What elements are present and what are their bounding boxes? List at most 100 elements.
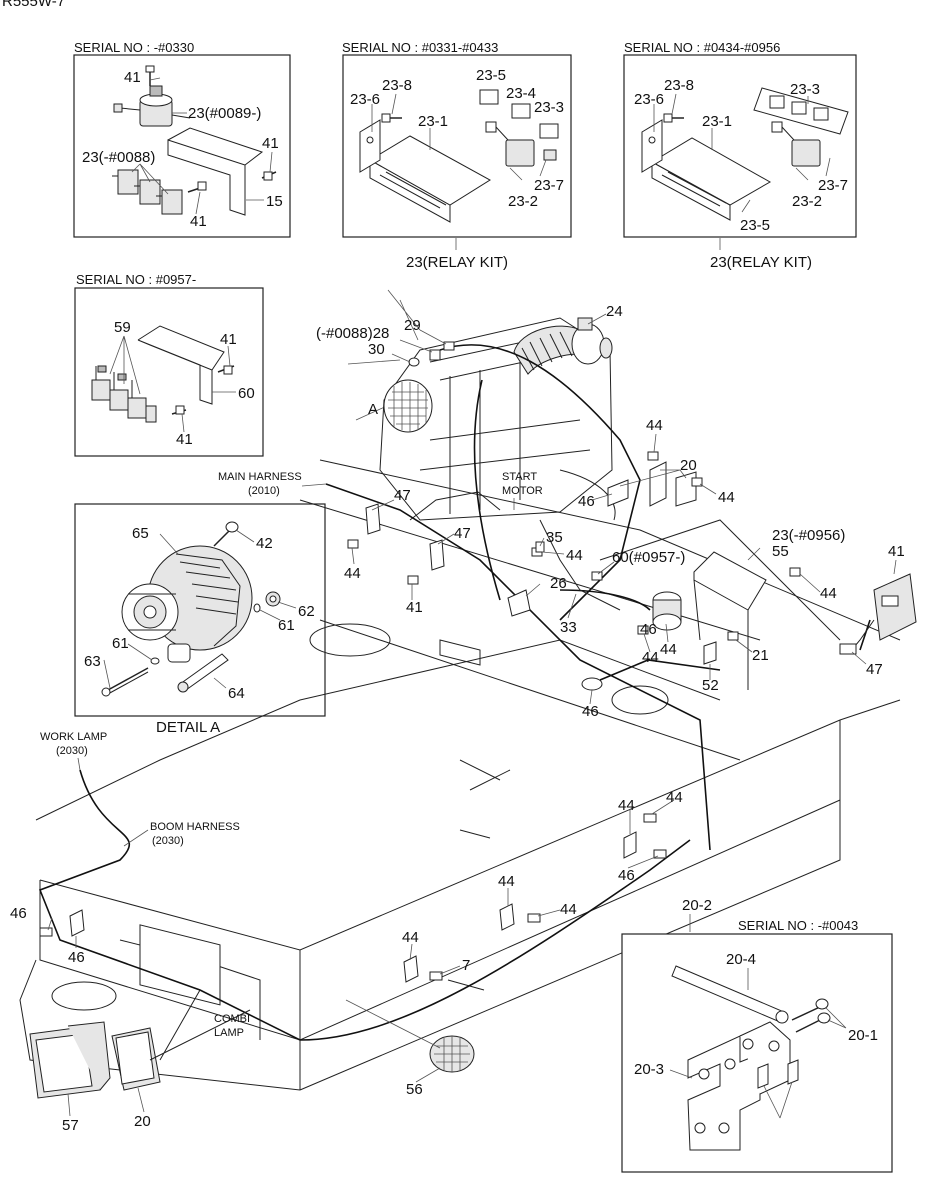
callout: 44 xyxy=(642,649,659,666)
harness-label: START xyxy=(502,471,537,483)
callout: (-#0088)28 xyxy=(316,325,389,342)
callout: 42 xyxy=(256,535,273,552)
callout: 44 xyxy=(402,929,419,946)
harness-label: MAIN HARNESS xyxy=(218,471,302,483)
callout: 7 xyxy=(462,957,470,974)
alternator xyxy=(121,545,253,663)
callout: 41 xyxy=(888,543,905,560)
harness-label: COMBI xyxy=(214,1013,250,1025)
callout: 46 xyxy=(578,493,595,510)
callout: 23-3 xyxy=(790,81,820,98)
callout: 64 xyxy=(228,685,245,702)
panel-serial-label: SERIAL NO : -#0330 xyxy=(74,40,194,55)
callout: 41 xyxy=(190,213,207,230)
callout: 20-3 xyxy=(634,1061,664,1078)
callout: 57 xyxy=(62,1117,79,1134)
harness-label: (2030) xyxy=(152,835,184,847)
panel-serial-0331-0433: SERIAL NO : #0331-#0433 23-8 23-6 23-1 2… xyxy=(342,40,572,271)
callout: 44 xyxy=(718,489,735,506)
callout: 41 xyxy=(220,331,237,348)
callout: 44 xyxy=(344,565,361,582)
callout: 44 xyxy=(666,789,683,806)
callout: 65 xyxy=(132,525,149,542)
callout: 23-2 xyxy=(508,193,538,210)
harness-label: WORK LAMP xyxy=(40,731,107,743)
callout: 20 xyxy=(680,457,697,474)
callout: 52 xyxy=(702,677,719,694)
callout: 63 xyxy=(84,653,101,670)
panel-caption: 23(RELAY KIT) xyxy=(710,254,812,271)
callout: 23-7 xyxy=(534,177,564,194)
harness-label: MOTOR xyxy=(502,485,543,497)
callout: 30 xyxy=(368,341,385,358)
callout: 26 xyxy=(550,575,567,592)
callout: 59 xyxy=(114,319,131,336)
callout: 62 xyxy=(298,603,315,620)
callout: 20-2 xyxy=(682,897,712,914)
callout: 41 xyxy=(262,135,279,152)
harness-labels: MAIN HARNESS (2010) WORK LAMP (2030) BOO… xyxy=(40,471,543,1039)
callout: 60 xyxy=(238,385,255,402)
callout: 23(-#0956) xyxy=(772,527,845,544)
callout: 20-1 xyxy=(848,1027,878,1044)
callout: 15 xyxy=(266,193,283,210)
panel-serial-label: SERIAL NO : -#0043 xyxy=(738,918,858,933)
panel-caption: 23(RELAY KIT) xyxy=(406,254,508,271)
callout: 61 xyxy=(112,635,129,652)
callout: 46 xyxy=(618,867,635,884)
callout: 41 xyxy=(124,69,141,86)
relay-group xyxy=(112,169,183,215)
callout: 47 xyxy=(866,661,883,678)
callout: 55 xyxy=(772,543,789,560)
harness-label: BOOM HARNESS xyxy=(150,821,240,833)
callout: 23-8 xyxy=(382,77,412,94)
callout: 23-5 xyxy=(740,217,770,234)
callout: 47 xyxy=(394,487,411,504)
callout: 29 xyxy=(404,317,421,334)
callout: 41 xyxy=(406,599,423,616)
callout: 23-6 xyxy=(350,91,380,108)
callout: 23-5 xyxy=(476,67,506,84)
callout: 33 xyxy=(560,619,577,636)
callout: 44 xyxy=(566,547,583,564)
callout: 46 xyxy=(68,949,85,966)
callout: 44 xyxy=(560,901,577,918)
callout: 20-4 xyxy=(726,951,756,968)
panel-serial-0043: 20-2 SERIAL NO : -#0043 20-4 20-1 20-3 xyxy=(621,897,893,1173)
callout: 46 xyxy=(640,621,657,638)
panel-serial-label: SERIAL NO : #0434-#0956 xyxy=(624,40,780,55)
harness-label: (2030) xyxy=(56,745,88,757)
callout: 44 xyxy=(820,585,837,602)
callout: 23-3 xyxy=(534,99,564,116)
callout: 56 xyxy=(406,1081,423,1098)
callout: 41 xyxy=(176,431,193,448)
harness-label: LAMP xyxy=(214,1027,244,1039)
callout: 61 xyxy=(278,617,295,634)
model-code: R555W-7 xyxy=(2,0,65,10)
callout: 44 xyxy=(646,417,663,434)
panel-serial-0330: SERIAL NO : -#0330 xyxy=(73,40,291,238)
callout: 24 xyxy=(606,303,623,320)
callout: 23-4 xyxy=(506,85,536,102)
callout: 44 xyxy=(660,641,677,658)
callout: 60(#0957-) xyxy=(612,549,685,566)
pulley-hatch xyxy=(388,382,428,432)
callout: A xyxy=(368,401,378,418)
callout: 23(-#0088) xyxy=(82,149,155,166)
relay-part xyxy=(113,85,191,127)
main-callouts: 24 (-#0088)28 29 30 A 44 20 44 46 47 47 … xyxy=(10,303,905,1134)
panel-serial-0434-0956: SERIAL NO : #0434-#0956 23-8 23-6 23-1 2… xyxy=(623,40,857,271)
main-parts xyxy=(29,317,917,1099)
callout: 23-1 xyxy=(702,113,732,130)
callout: 44 xyxy=(618,797,635,814)
callout: 23-7 xyxy=(818,177,848,194)
callout: 46 xyxy=(10,905,27,922)
callout: 23-2 xyxy=(792,193,822,210)
callout: 47 xyxy=(454,525,471,542)
callout: 44 xyxy=(498,873,515,890)
callout: 23-8 xyxy=(664,77,694,94)
panel-serial-label: SERIAL NO : #0331-#0433 xyxy=(342,40,498,55)
callout: 23(#0089-) xyxy=(188,105,261,122)
callout: 23-1 xyxy=(418,113,448,130)
